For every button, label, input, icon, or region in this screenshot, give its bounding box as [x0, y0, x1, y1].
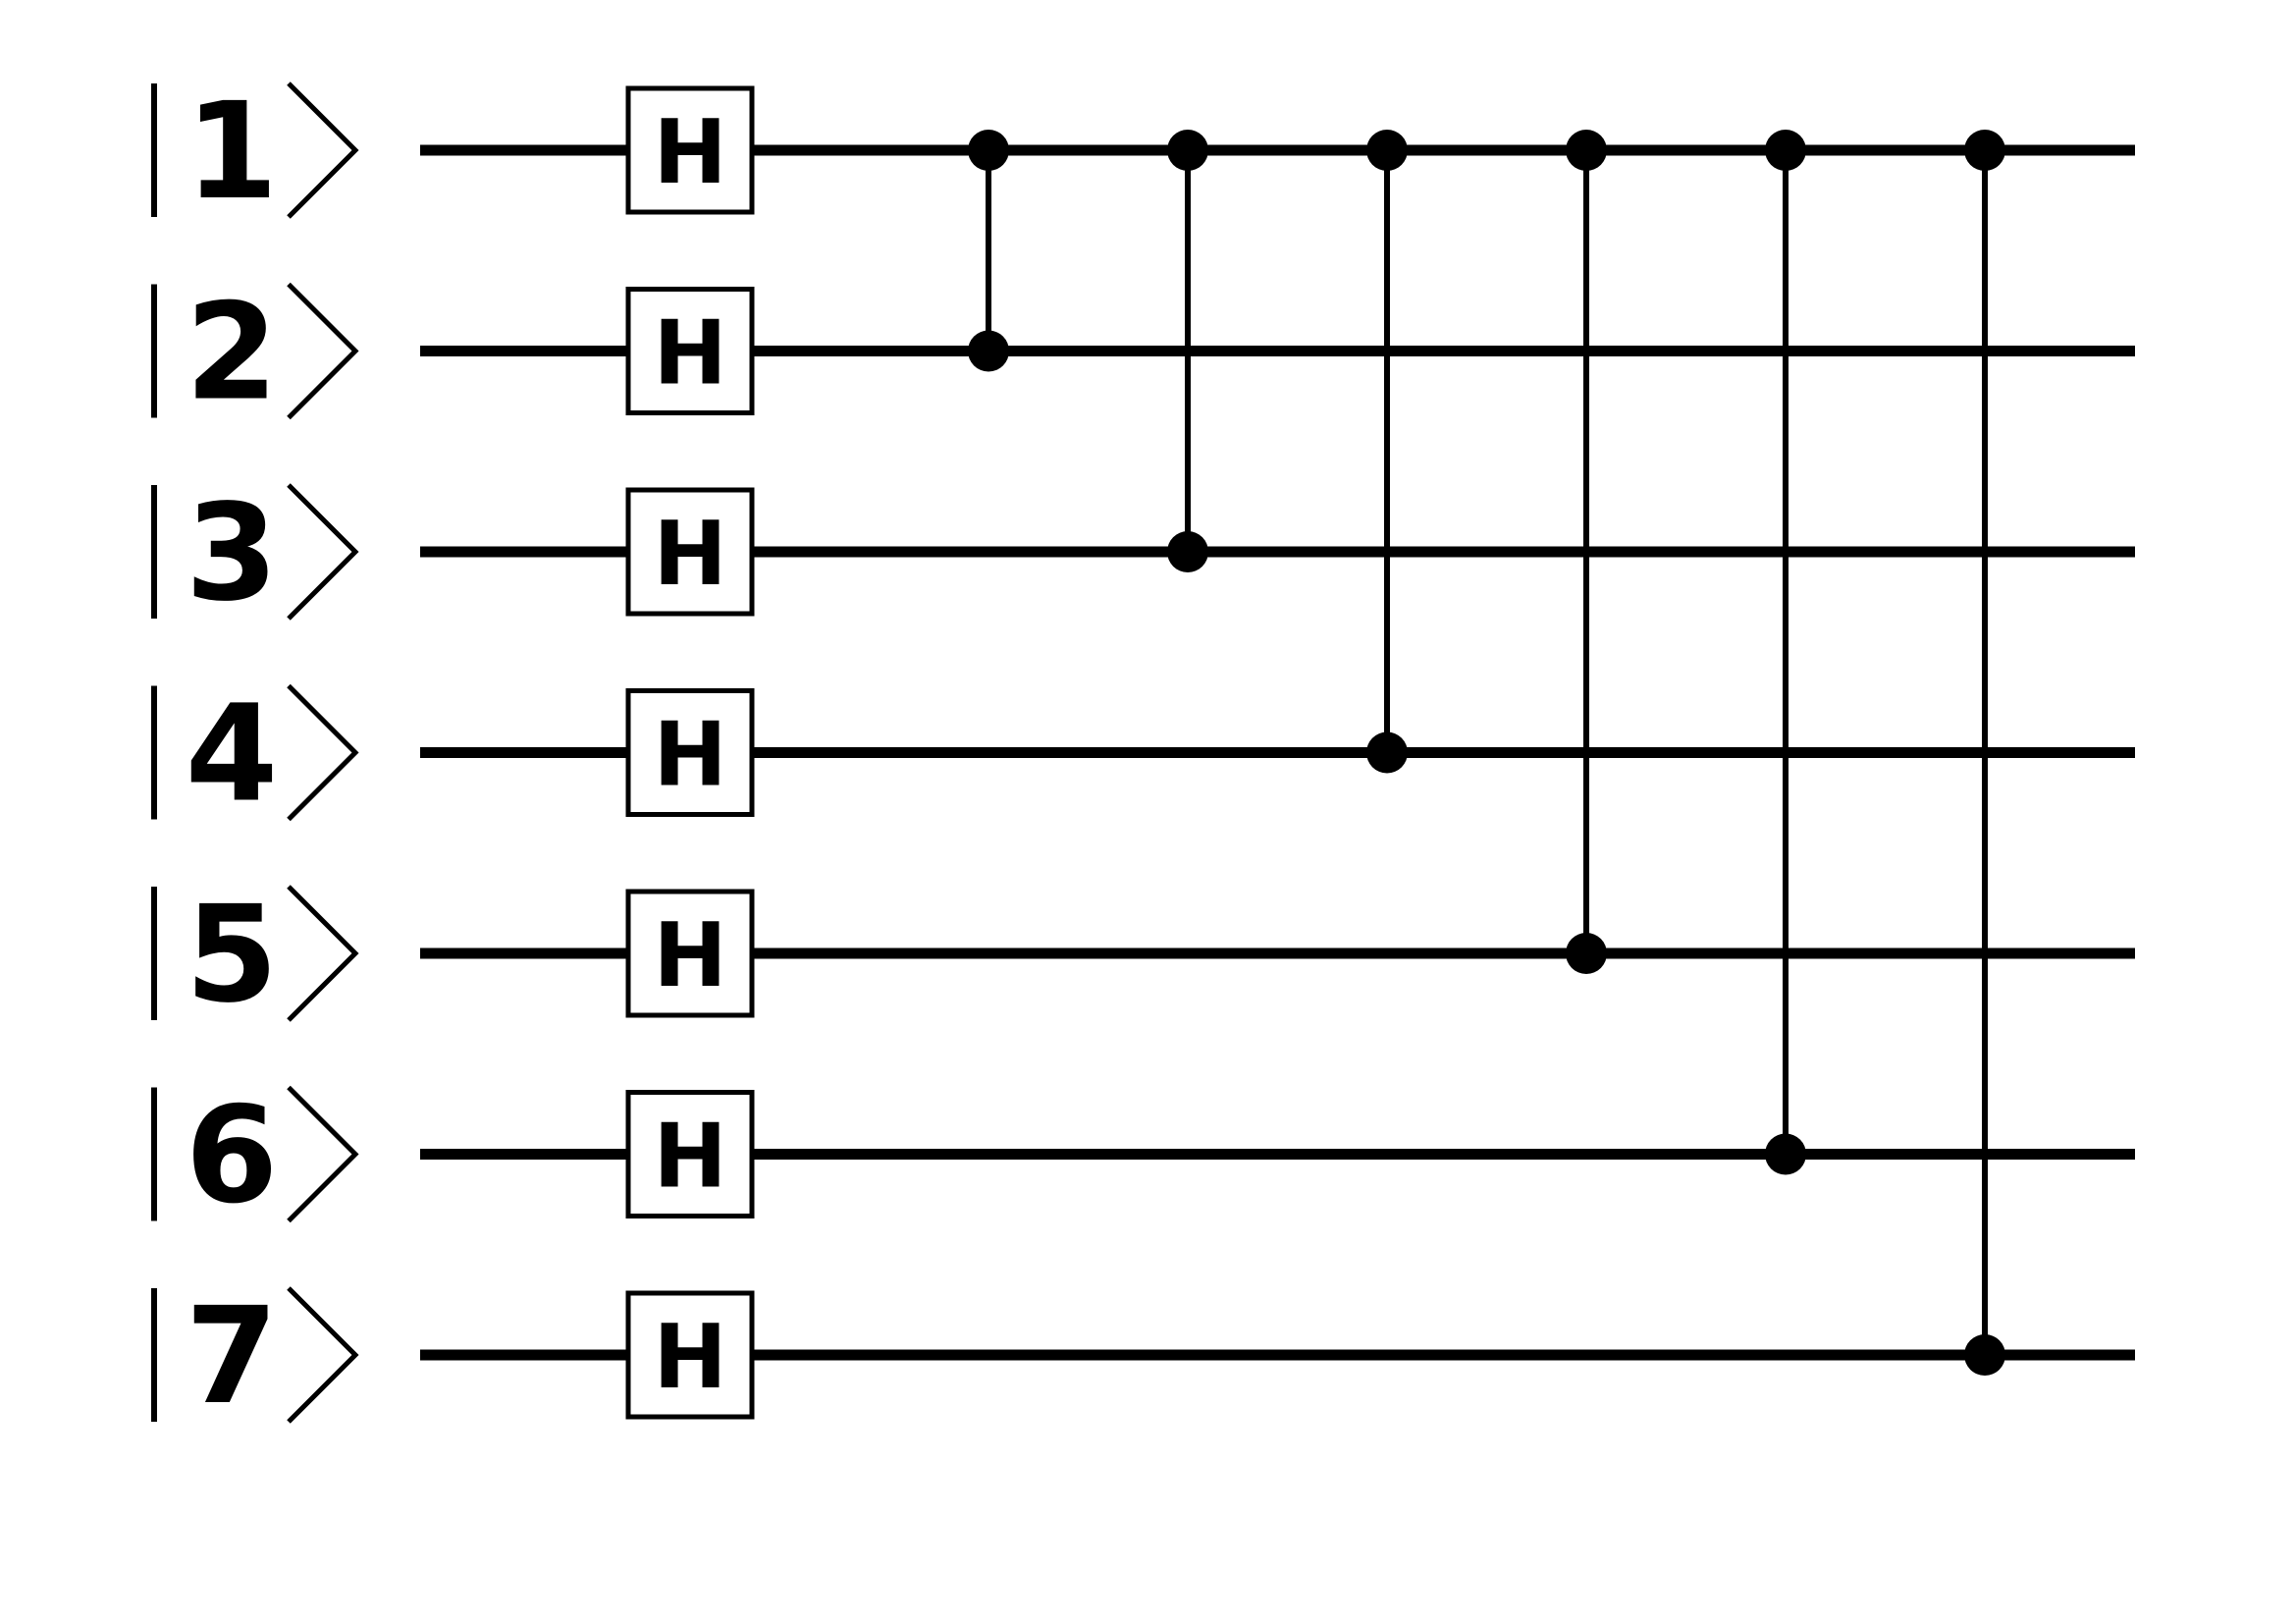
qubit-number: 6	[186, 1079, 279, 1234]
ket-label-3: 3	[151, 476, 359, 631]
gate-label: H	[653, 302, 726, 406]
h-gate-qubit-4: H	[625, 688, 755, 817]
h-gate-qubit-6: H	[625, 1090, 755, 1218]
gate-label: H	[653, 1306, 726, 1409]
ket-angle-bracket	[287, 81, 359, 219]
gate-label: H	[653, 101, 726, 204]
control-dot-qubit-7	[1964, 1334, 2005, 1376]
qubit-number: 3	[186, 476, 279, 631]
qubit-number: 1	[186, 75, 279, 230]
control-dot-qubit-1	[1167, 130, 1208, 171]
control-dot-qubit-6	[1765, 1133, 1806, 1175]
control-dots	[968, 130, 2005, 1376]
ket-angle-bracket	[287, 683, 359, 822]
qubit-labels: 1 2 3 4 5 6 7	[151, 75, 359, 1435]
ket-label-1: 1	[151, 75, 359, 230]
qubit-number: 5	[186, 878, 279, 1033]
gate-label: H	[653, 904, 726, 1007]
qubit-number: 7	[186, 1279, 279, 1435]
ket-label-7: 7	[151, 1279, 359, 1435]
h-gate-qubit-5: H	[625, 889, 755, 1018]
gate-label: H	[653, 1106, 726, 1209]
gate-label: H	[653, 503, 726, 606]
gate-box	[625, 688, 755, 817]
control-dot-qubit-4	[1366, 731, 1408, 774]
h-gate-qubit-7: H	[625, 1290, 755, 1420]
gate-box	[625, 1090, 755, 1218]
control-dot-qubit-1	[1765, 130, 1806, 171]
h-gate-qubit-1: H	[625, 85, 755, 215]
ket-angle-bracket	[287, 1085, 359, 1223]
control-dot-qubit-2	[968, 330, 1009, 372]
ket-angle-bracket	[287, 1286, 359, 1424]
gate-box	[625, 1290, 755, 1420]
ket-angle-bracket	[287, 483, 359, 621]
control-dot-qubit-1	[968, 130, 1009, 171]
control-dot-qubit-1	[1964, 130, 2005, 171]
gate-box	[625, 287, 755, 415]
h-gate-qubit-2: H	[625, 287, 755, 415]
gate-box	[625, 889, 755, 1018]
control-dot-qubit-3	[1167, 531, 1208, 572]
ket-label-2: 2	[151, 276, 359, 431]
ket-label-5: 5	[151, 878, 359, 1033]
gate-box	[625, 85, 755, 215]
gate-label: H	[653, 704, 726, 807]
ket-angle-bracket	[287, 885, 359, 1022]
ket-angle-bracket	[287, 282, 359, 420]
control-dot-qubit-1	[1366, 130, 1408, 171]
control-dot-qubit-1	[1566, 130, 1607, 171]
controlled-z-connectors	[986, 150, 1988, 1355]
qubit-number: 4	[186, 677, 279, 833]
qubit-number: 2	[186, 276, 279, 431]
ket-label-4: 4	[151, 677, 359, 833]
gate-box	[625, 487, 755, 617]
ket-label-6: 6	[151, 1079, 359, 1234]
control-dot-qubit-5	[1566, 933, 1607, 974]
h-gate-qubit-3: H	[625, 487, 755, 617]
